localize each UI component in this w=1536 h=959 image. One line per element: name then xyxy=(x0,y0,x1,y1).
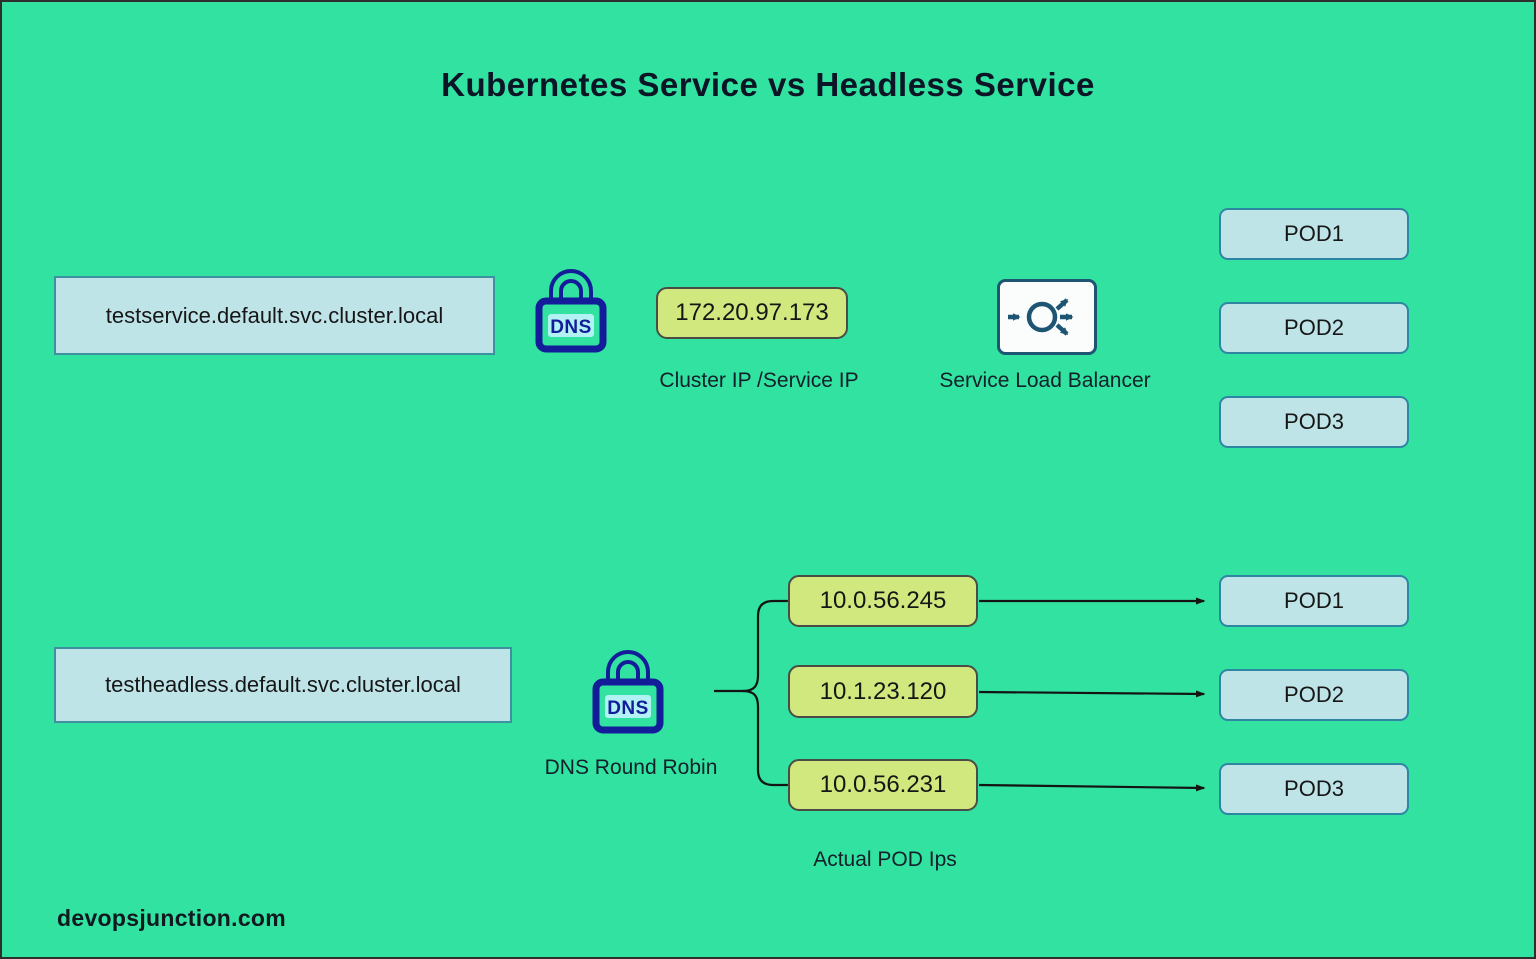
arrow-ip3-pod3 xyxy=(978,783,1206,792)
cluster-ip-caption: Cluster IP /Service IP xyxy=(659,369,859,392)
pod-label: POD3 xyxy=(1284,776,1344,801)
brace-arm-top xyxy=(741,599,789,693)
headless-pod-3: POD3 xyxy=(1219,763,1409,815)
dns-lock-icon: DNS xyxy=(535,261,607,353)
load-balancer-caption: Service Load Balancer xyxy=(939,369,1151,392)
dns-icon-label: DNS xyxy=(607,698,649,719)
arrow-ip2-pod2 xyxy=(978,690,1206,698)
service-pod-2: POD2 xyxy=(1219,302,1409,354)
pod-ip-1: 10.0.56.245 xyxy=(788,575,978,627)
pod-label: POD2 xyxy=(1284,315,1344,340)
pod-label: POD1 xyxy=(1284,588,1344,613)
actual-pod-ips-caption: Actual POD Ips xyxy=(813,848,957,871)
watermark: devopsjunction.com xyxy=(57,905,287,931)
pod-ip-3: 10.0.56.231 xyxy=(788,759,978,811)
pod-label: POD3 xyxy=(1284,409,1344,434)
pod-ip-2: 10.1.23.120 xyxy=(788,665,978,718)
cluster-ip-box: 172.20.97.173 xyxy=(656,287,848,339)
service-dns-name: testservice.default.svc.cluster.local xyxy=(105,302,444,328)
service-dns-name-box: testservice.default.svc.cluster.local xyxy=(54,276,495,355)
headless-dns-name-box: testheadless.default.svc.cluster.local xyxy=(54,647,512,723)
pod-ip-value: 10.0.56.231 xyxy=(819,771,947,798)
pod-label: POD2 xyxy=(1284,682,1344,707)
headless-pod-2: POD2 xyxy=(1219,669,1409,721)
service-pod-3: POD3 xyxy=(1219,396,1409,448)
service-pod-1: POD1 xyxy=(1219,208,1409,260)
headless-pod-1: POD1 xyxy=(1219,575,1409,627)
dns-icon-label: DNS xyxy=(550,317,592,338)
headless-dns-name: testheadless.default.svc.cluster.local xyxy=(105,672,461,697)
pod-ip-value: 10.0.56.245 xyxy=(819,587,947,614)
load-balancer-icon xyxy=(997,279,1097,355)
pod-label: POD1 xyxy=(1284,221,1344,246)
pod-ip-value: 10.1.23.120 xyxy=(819,677,947,705)
dns-lock-icon: DNS xyxy=(592,642,664,734)
page-title: Kubernetes Service vs Headless Service xyxy=(441,66,1095,103)
cluster-ip-value: 172.20.97.173 xyxy=(675,299,829,326)
dns-round-robin-caption: DNS Round Robin xyxy=(544,756,718,779)
